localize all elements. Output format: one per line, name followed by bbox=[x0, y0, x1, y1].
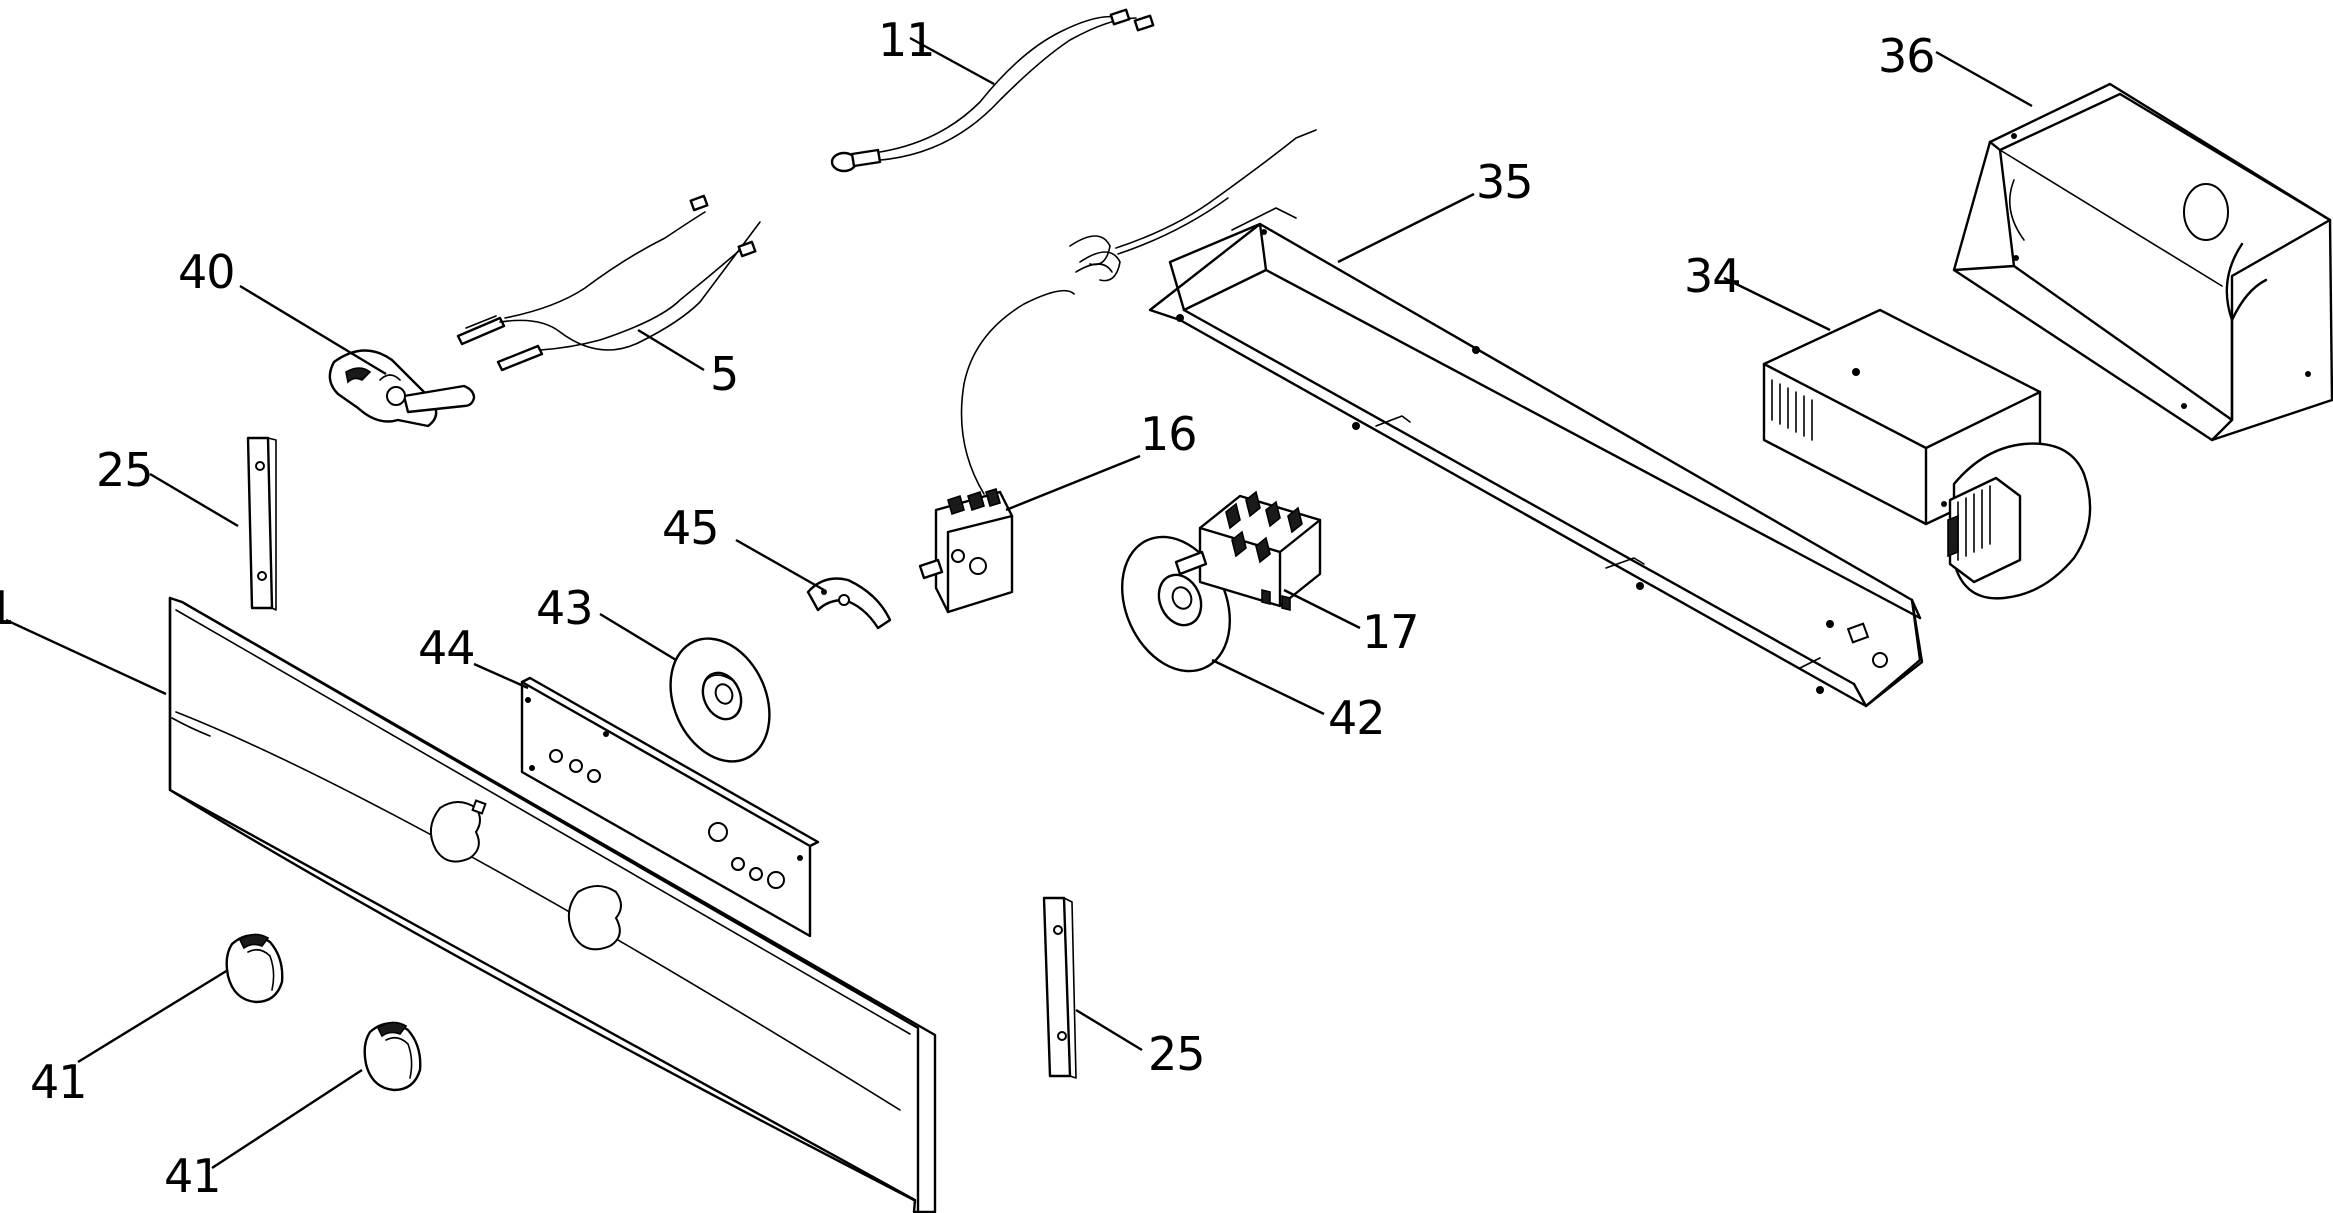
part-1-control-panel bbox=[168, 596, 937, 1213]
part-40-switch bbox=[328, 349, 476, 428]
callout-1: 1 bbox=[0, 581, 14, 635]
part-25-strip-right bbox=[1042, 896, 1077, 1079]
callout-44: 44 bbox=[418, 621, 475, 675]
part-25-strip-left bbox=[246, 436, 277, 611]
callout-25-left: 25 bbox=[96, 443, 153, 497]
callout-41-lower: 41 bbox=[164, 1149, 221, 1203]
callout-17: 17 bbox=[1362, 605, 1419, 659]
part-17-selector-switch bbox=[1174, 490, 1322, 612]
callout-34: 34 bbox=[1684, 249, 1741, 303]
callout-43: 43 bbox=[536, 581, 593, 635]
callout-41-upper: 41 bbox=[30, 1055, 87, 1109]
leader-lines bbox=[5, 36, 2033, 1170]
callout-16: 16 bbox=[1140, 407, 1197, 461]
part-35-air-duct bbox=[1148, 207, 1924, 708]
callout-labels: 11 36 35 40 34 5 16 25 45 1 43 44 17 42 … bbox=[0, 13, 1936, 1203]
callout-45: 45 bbox=[662, 501, 719, 555]
callout-40: 40 bbox=[178, 245, 235, 299]
part-45-indicator bbox=[806, 577, 892, 630]
callout-25-right: 25 bbox=[1148, 1027, 1205, 1081]
part-41-knob-lower bbox=[363, 1021, 422, 1092]
part-11-lamp-wire bbox=[830, 8, 1155, 173]
callout-42: 42 bbox=[1328, 691, 1385, 745]
part-34-fan-motor bbox=[1762, 308, 2092, 600]
part-36-fan-cover bbox=[1952, 82, 2333, 442]
part-44-bracket bbox=[520, 676, 820, 938]
part-16-thermostat bbox=[918, 129, 1317, 614]
callout-11: 11 bbox=[878, 13, 935, 67]
callout-35: 35 bbox=[1476, 155, 1533, 209]
callout-5: 5 bbox=[710, 347, 738, 401]
part-41-knob-upper bbox=[225, 933, 284, 1004]
part-5-wires bbox=[456, 194, 761, 372]
callout-36: 36 bbox=[1878, 29, 1935, 83]
part-43-bezel bbox=[669, 637, 771, 763]
